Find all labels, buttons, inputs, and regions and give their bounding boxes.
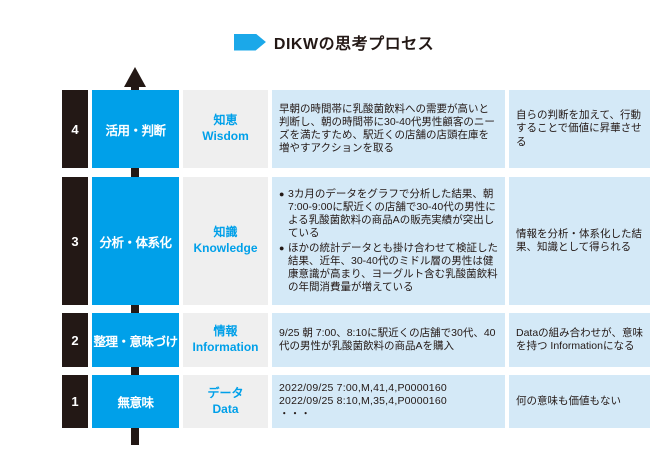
layer-label: 知識 Knowledge xyxy=(183,177,268,305)
page-header: DIKWの思考プロセス xyxy=(0,30,668,54)
bullet-item: ● 3カ月のデータをグラフで分析した結果、朝7:00-9:00に駅近くの店舗で3… xyxy=(279,188,498,240)
title-arrow-icon xyxy=(233,33,266,51)
layer-label-en: Data xyxy=(212,401,239,416)
stage-label: 分析・体系化 xyxy=(92,177,179,305)
note-panel: 何の意味も価値もない xyxy=(509,375,650,428)
description-panel: 9/25 朝 7:00、8:10に駅近くの店舗で30代、40代の男性が乳酸菌飲料… xyxy=(272,313,505,367)
bullet-icon: ● xyxy=(279,243,285,253)
description-text: 早朝の時間帯に乳酸菌飲料への需要が高いと判断し、朝の時間帯に30-40代男性顧客… xyxy=(279,102,495,155)
note-panel: Dataの組み合わせが、意味を持つ Informationになる xyxy=(509,313,650,367)
layer-label: データ Data xyxy=(183,375,268,428)
layer-label-ja: 知識 xyxy=(213,225,238,240)
dikw-row-data: 1 無意味 データ Data 2022/09/25 7:00,M,41,4,P0… xyxy=(62,375,650,428)
level-number: 1 xyxy=(62,375,88,428)
description-panel: 2022/09/25 7:00,M,41,4,P0000160 2022/09/… xyxy=(272,375,505,428)
description-panel: 早朝の時間帯に乳酸菌飲料への需要が高いと判断し、朝の時間帯に30-40代男性顧客… xyxy=(272,90,505,168)
note-text: Dataの組み合わせが、意味を持つ Informationになる xyxy=(516,326,643,352)
data-record: 2022/09/25 8:10,M,35,4,P0000160 xyxy=(279,394,447,407)
note-text: 自らの判断を加えて、行動することで価値に昇華させる xyxy=(516,109,642,148)
data-record-ellipsis: ・・・ xyxy=(279,408,312,420)
bullet-icon: ● xyxy=(279,188,285,199)
level-number: 2 xyxy=(62,313,88,367)
layer-label: 知恵 Wisdom xyxy=(183,90,268,168)
bullet-text: 3カ月のデータをグラフで分析した結果、朝7:00-9:00に駅近くの店舗で30-… xyxy=(288,187,496,239)
description-text: 9/25 朝 7:00、8:10に駅近くの店舗で30代、40代の男性が乳酸菌飲料… xyxy=(279,326,496,352)
data-record: 2022/09/25 7:00,M,41,4,P0000160 xyxy=(279,381,447,394)
level-number: 4 xyxy=(62,90,88,168)
note-panel: 自らの判断を加えて、行動することで価値に昇華させる xyxy=(509,90,650,168)
layer-label-en: Information xyxy=(192,340,259,354)
layer-label-en: Knowledge xyxy=(193,241,258,255)
note-text: 情報を分析・体系化した結果、知識として得られる xyxy=(516,227,642,253)
description-bullet-list: ● 3カ月のデータをグラフで分析した結果、朝7:00-9:00に駅近くの店舗で3… xyxy=(279,188,498,294)
description-panel: ● 3カ月のデータをグラフで分析した結果、朝7:00-9:00に駅近くの店舗で3… xyxy=(272,177,505,305)
bullet-text: ほかの統計データとも掛け合わせて検証した結果、近年、30-40代のミドル層の男性… xyxy=(288,242,498,294)
dikw-row-wisdom: 4 活用・判断 知恵 Wisdom 早朝の時間帯に乳酸菌飲料への需要が高いと判断… xyxy=(62,90,650,168)
layer-label-ja: 知恵 xyxy=(213,113,238,128)
layer-label: 情報 Information xyxy=(183,313,268,367)
layer-label-ja: データ xyxy=(207,385,244,400)
level-number: 3 xyxy=(62,177,88,305)
stage-label: 活用・判断 xyxy=(92,90,179,168)
layer-label-ja: 情報 xyxy=(213,324,238,339)
upward-arrow-head-icon xyxy=(124,67,146,87)
dikw-row-information: 2 整理・意味づけ 情報 Information 9/25 朝 7:00、8:1… xyxy=(62,313,650,367)
stage-label: 整理・意味づけ xyxy=(92,313,179,367)
data-record-lines: 2022/09/25 7:00,M,41,4,P0000160 2022/09/… xyxy=(279,382,498,421)
stage-label: 無意味 xyxy=(92,375,179,428)
bullet-item: ● ほかの統計データとも掛け合わせて検証した結果、近年、30-40代のミドル層の… xyxy=(279,242,498,294)
page-title: DIKWの思考プロセス xyxy=(273,36,435,53)
note-panel: 情報を分析・体系化した結果、知識として得られる xyxy=(509,177,650,305)
dikw-row-knowledge: 3 分析・体系化 知識 Knowledge ● 3カ月のデータをグラフで分析した… xyxy=(62,177,650,305)
layer-label-en: Wisdom xyxy=(202,129,249,143)
note-text: 何の意味も価値もない xyxy=(516,394,621,407)
